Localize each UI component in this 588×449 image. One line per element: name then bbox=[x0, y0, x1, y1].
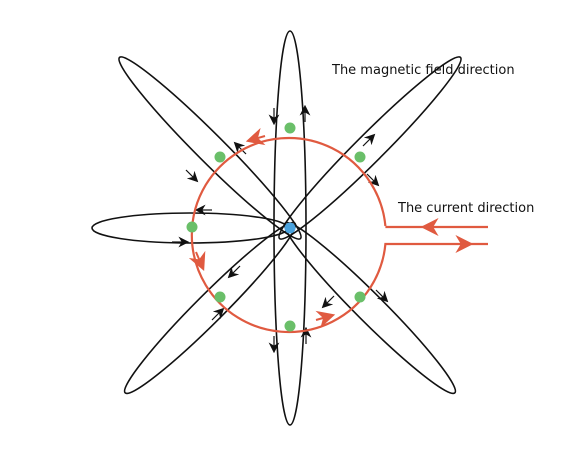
current-arrow bbox=[188, 250, 206, 271]
current-loop bbox=[188, 127, 488, 334]
field-arrow bbox=[375, 289, 389, 303]
field-arrow bbox=[233, 141, 247, 155]
field-point bbox=[186, 221, 198, 233]
field-arrow bbox=[366, 173, 380, 187]
magnetic-field-label: The magnetic field direction bbox=[331, 63, 515, 78]
field-arrow bbox=[362, 133, 376, 147]
field-loop-upper-left bbox=[118, 56, 302, 240]
field-point bbox=[214, 151, 226, 163]
current-loop-path bbox=[190, 136, 488, 334]
field-point bbox=[354, 151, 366, 163]
current-direction-label: The current direction bbox=[397, 201, 534, 216]
field-point bbox=[354, 291, 366, 303]
field-arrows bbox=[172, 104, 389, 354]
field-point bbox=[284, 122, 296, 134]
field-point bbox=[284, 320, 296, 332]
current-arrow bbox=[245, 127, 266, 146]
field-arrow bbox=[185, 169, 199, 183]
field-arrow bbox=[321, 295, 335, 309]
field-loop-vertical bbox=[273, 30, 307, 426]
field-points bbox=[186, 122, 366, 332]
current-arrow bbox=[315, 310, 336, 329]
field-loop-upper-right bbox=[278, 56, 462, 240]
field-point bbox=[214, 291, 226, 303]
field-loop-lower-right bbox=[283, 221, 457, 395]
center-point bbox=[284, 222, 296, 234]
field-arrow bbox=[227, 265, 241, 279]
field-arrow bbox=[211, 307, 225, 321]
